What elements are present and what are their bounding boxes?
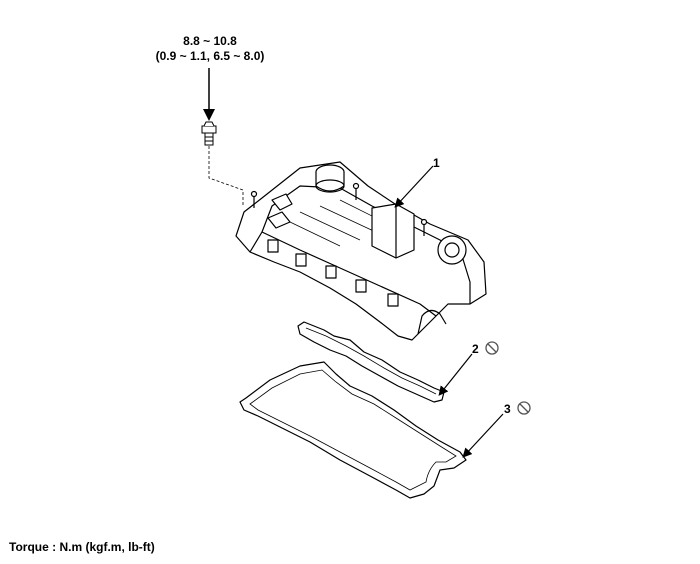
torque-value: 8.8 ~ 10.8 — [183, 34, 237, 48]
leader-line-1 — [394, 165, 434, 208]
callout-label-3: 3 — [504, 402, 511, 416]
torque-units-footer: Torque : N.m (kgf.m, lb-ft) — [9, 540, 155, 554]
leader-line-3 — [462, 413, 504, 458]
cylinder-head-cover — [235, 161, 487, 341]
callout-label-1: 1 — [433, 156, 440, 170]
inner-gasket-inner-edge — [305, 327, 437, 395]
inner-gasket — [297, 321, 445, 403]
do-not-reuse-icon — [517, 401, 531, 415]
do-not-reuse-icon — [485, 341, 499, 355]
callout-label-2: 2 — [472, 342, 479, 356]
outer-gasket — [239, 361, 467, 499]
leader-line-2 — [438, 353, 473, 396]
bolt-icon — [201, 121, 217, 146]
outer-gasket-inner-edge — [249, 369, 457, 491]
torque-unit-values: (0.9 ~ 1.1, 6.5 ~ 8.0) — [155, 49, 265, 63]
bolt-guide-line — [208, 146, 244, 207]
